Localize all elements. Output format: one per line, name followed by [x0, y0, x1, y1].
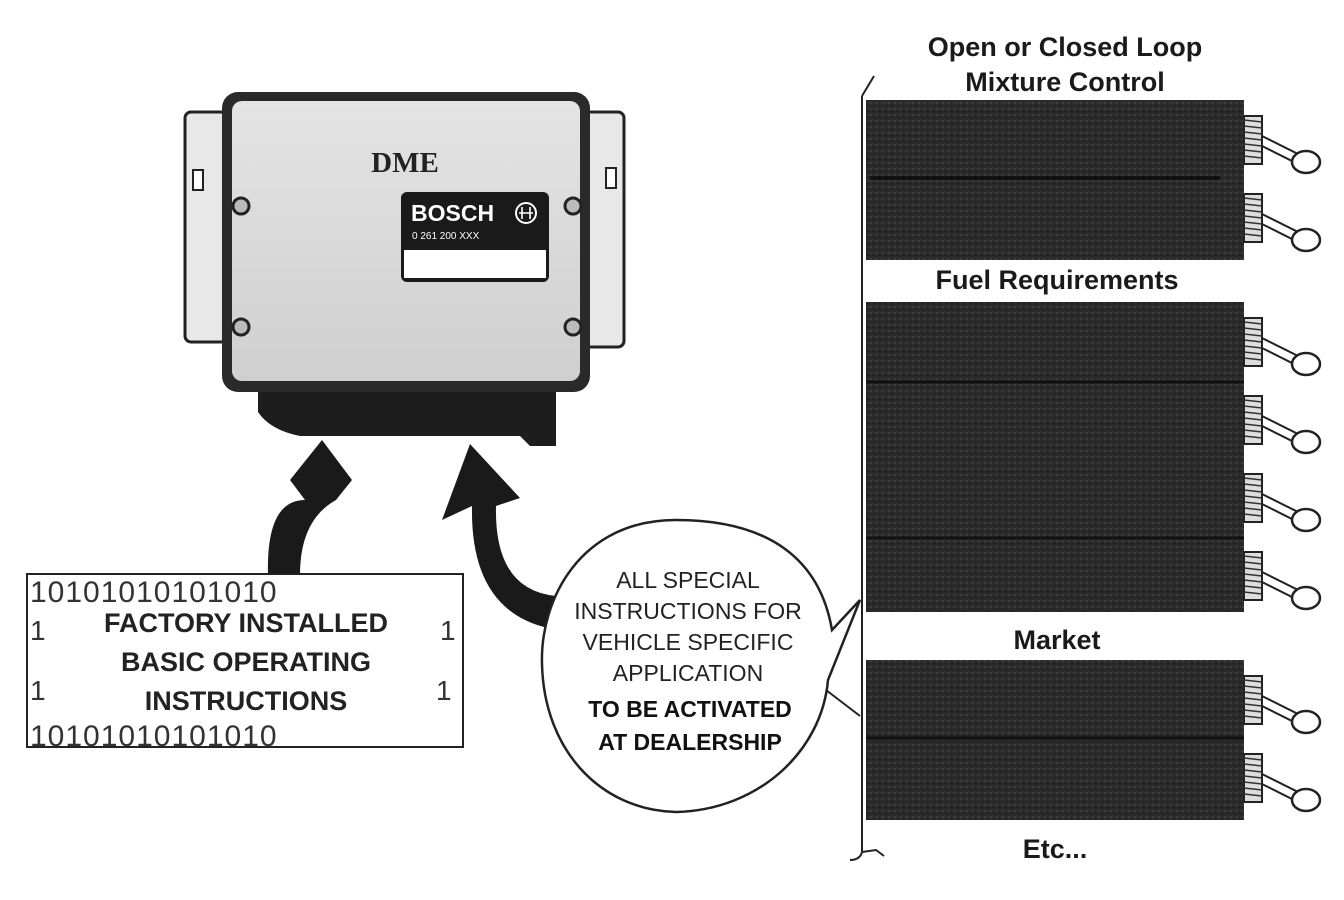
factory-line-1: FACTORY INSTALLED: [104, 608, 388, 638]
toggle-switch-icon[interactable]: [1243, 675, 1322, 735]
binary-pattern-bottom: 10101010101010: [30, 720, 278, 753]
bubble-line-3: VEHICLE SPECIFIC: [583, 629, 794, 655]
binary-pattern-top: 10101010101010: [30, 576, 278, 609]
loop-title-2: Mixture Control: [965, 67, 1165, 97]
bubble-bold-line-1: TO BE ACTIVATED: [588, 696, 792, 722]
arrow-bubble-to-ecu: [442, 444, 556, 628]
fuel-title: Fuel Requirements: [935, 265, 1178, 295]
toggle-switches: [1243, 115, 1322, 813]
strip-edge-line: [849, 75, 885, 861]
binary-left-2: 1: [30, 675, 46, 706]
instructions-bubble: ALL SPECIAL INSTRUCTIONS FOR VEHICLE SPE…: [540, 518, 862, 814]
toggle-switch-icon[interactable]: [1243, 317, 1322, 377]
bubble-bold-line-2: AT DEALERSHIP: [598, 729, 782, 755]
binary-left-1: 1: [30, 615, 46, 646]
binary-right-2: 1: [436, 675, 452, 706]
factory-line-2: BASIC OPERATING: [121, 647, 371, 677]
ecu-connector: [258, 380, 556, 446]
ecu-screws: [231, 196, 583, 337]
bubble-line-2: INSTRUCTIONS FOR: [574, 598, 801, 624]
panel-market: [866, 660, 1244, 820]
ecu-left-bracket: [183, 110, 229, 344]
toggle-switch-icon[interactable]: [1243, 753, 1322, 813]
panel-fuel: [866, 302, 1244, 612]
toggle-switch-icon[interactable]: [1243, 551, 1322, 611]
bubble-line-4: APPLICATION: [613, 660, 763, 686]
toggle-switch-icon[interactable]: [1243, 473, 1322, 533]
toggle-switch-icon[interactable]: [1243, 115, 1322, 175]
loop-title-1: Open or Closed Loop: [928, 32, 1203, 62]
ecu-unit: DME BOSCH 0 261 200 XXX: [183, 92, 626, 446]
bosch-logo-icon: [515, 202, 537, 224]
arrow-factory-to-ecu: [267, 440, 352, 575]
factory-installed-box: 10101010101010 10101010101010 1 1 1 1 FA…: [26, 573, 464, 753]
part-number-text: 0 261 200 XXX: [412, 231, 480, 242]
toggle-switch-icon[interactable]: [1243, 395, 1322, 455]
bosch-brand-text: BOSCH: [411, 200, 494, 226]
etc-text: Etc...: [1023, 834, 1088, 864]
market-title: Market: [1013, 625, 1100, 655]
toggle-switch-icon[interactable]: [1243, 193, 1322, 253]
bosch-label: BOSCH 0 261 200 XXX: [401, 192, 549, 282]
factory-line-3: INSTRUCTIONS: [145, 686, 348, 716]
binary-right-1: 1: [440, 615, 456, 646]
bubble-line-1: ALL SPECIAL: [616, 567, 760, 593]
ecu-title: DME: [371, 147, 439, 179]
